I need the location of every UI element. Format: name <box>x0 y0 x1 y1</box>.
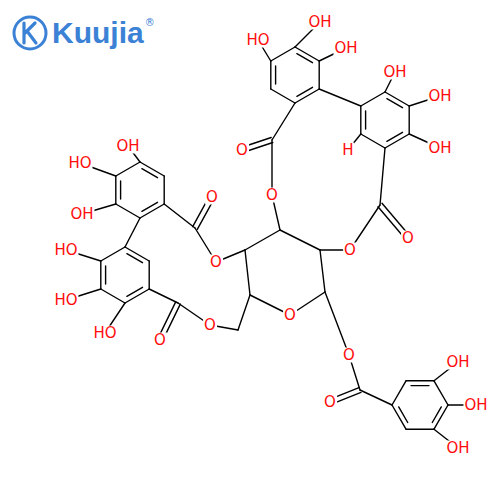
bond-line <box>164 204 195 228</box>
bond-line <box>392 381 406 405</box>
registered-mark: ® <box>145 18 155 28</box>
atom-label: OH <box>382 65 407 80</box>
atom-label: O <box>265 188 279 203</box>
bond-line <box>116 162 140 176</box>
bond-line <box>297 54 313 63</box>
atom-label: OH <box>463 398 488 413</box>
bond-line <box>360 390 392 405</box>
bond-line <box>101 289 125 303</box>
bond-line <box>238 295 250 330</box>
atom-label: OH <box>333 41 358 56</box>
bond-line <box>142 202 158 211</box>
atom-label: HO <box>92 326 117 341</box>
atom-label: OH <box>445 355 470 370</box>
bond-line <box>271 89 295 103</box>
logo-ring <box>14 17 46 49</box>
logo-wordmark: Kuujia <box>52 18 144 48</box>
atom-label: O <box>323 395 337 410</box>
logo-k-mark <box>24 23 36 43</box>
bond-line <box>411 385 429 386</box>
atom-label: OH <box>69 207 94 222</box>
bond-line <box>406 380 434 381</box>
bond-line <box>380 148 385 205</box>
atom-label: OH <box>307 15 332 30</box>
bond-line <box>127 254 143 263</box>
bond-line <box>297 87 313 96</box>
bond-line <box>406 429 434 430</box>
bond-line <box>320 250 325 292</box>
bond-line <box>361 134 385 148</box>
atom-label: O <box>205 190 219 205</box>
atom-label: OH <box>445 441 470 456</box>
bond-line <box>100 261 101 289</box>
bond-line <box>245 250 250 295</box>
bond-line <box>319 89 361 106</box>
bond-line <box>115 176 116 204</box>
atom-label: HO <box>67 156 92 171</box>
atom-label: HO <box>245 33 270 48</box>
bond-line <box>325 292 349 355</box>
atom-label: O <box>203 318 217 333</box>
atom-label: HO <box>53 293 78 308</box>
bond-line <box>275 66 276 84</box>
atom-label: O <box>342 348 356 363</box>
bond-line <box>127 287 143 296</box>
atom-label: O <box>235 143 249 158</box>
bond-line <box>149 289 178 303</box>
atom-label: O <box>209 255 223 270</box>
bond-line <box>399 407 408 423</box>
bond-line <box>163 176 164 204</box>
atom-label: O <box>401 231 415 246</box>
bond-line <box>319 61 320 89</box>
atom-label: H <box>341 143 354 158</box>
atom-label: OH <box>427 141 452 156</box>
atom-label: HO <box>53 243 78 258</box>
bond-line <box>120 181 121 199</box>
atom-label: O <box>153 333 167 348</box>
bond-line <box>101 247 125 261</box>
bond-line <box>409 106 410 134</box>
bond-line <box>360 106 361 134</box>
bond-line <box>434 381 448 405</box>
bond-line <box>271 47 295 61</box>
bond-line <box>280 230 320 250</box>
bond-line <box>432 407 441 423</box>
atom-label: OH <box>427 89 452 104</box>
atom-label: O <box>343 243 357 258</box>
bond-line <box>270 61 271 89</box>
bond-line <box>116 204 140 218</box>
bond-line <box>245 230 280 250</box>
bond-line <box>142 169 158 178</box>
bond-line <box>148 261 149 289</box>
bond-line <box>365 111 366 129</box>
bond-line <box>105 266 106 284</box>
bond-line <box>272 103 295 140</box>
bond-line <box>361 92 385 106</box>
atom-label: OH <box>115 139 140 154</box>
bond-line <box>387 99 403 108</box>
atom-label: O <box>283 308 297 323</box>
bond-line <box>387 132 403 141</box>
bond-line <box>125 218 140 247</box>
